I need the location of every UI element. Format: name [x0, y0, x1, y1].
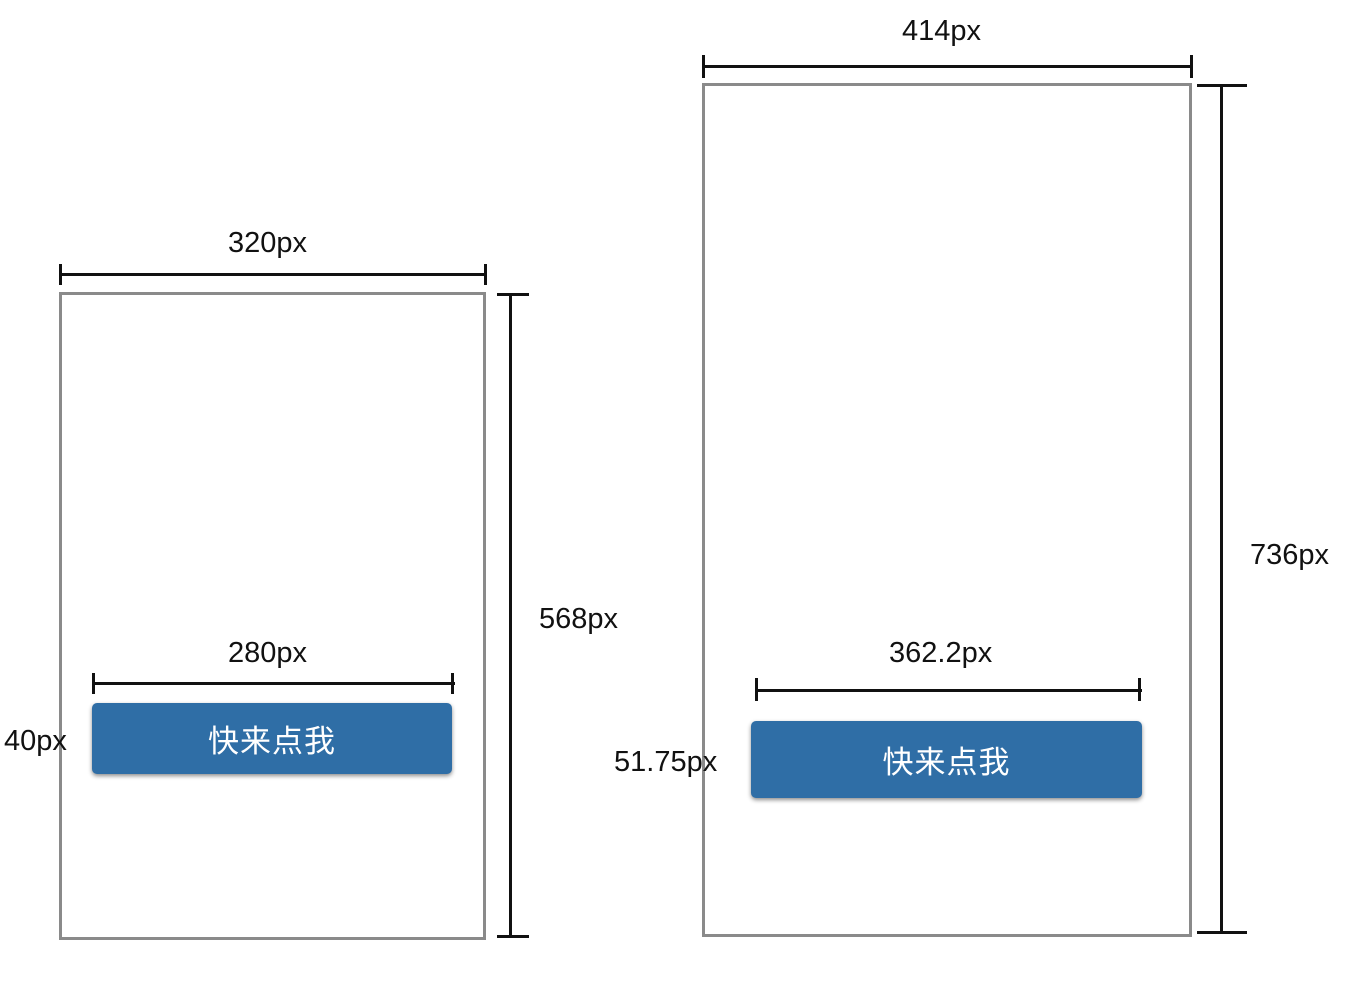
small-button-width-tick-left [92, 673, 95, 694]
large-button-width-tick-right [1138, 678, 1141, 701]
small-screen-width-tick-right [484, 264, 487, 285]
small-screen-height-tick-bottom [497, 935, 529, 938]
small-screen-height-label: 568px [539, 603, 619, 635]
small-click-me-button[interactable]: 快来点我 [92, 703, 452, 774]
large-screen-width-line [702, 65, 1193, 68]
small-button-width-tick-right [451, 673, 454, 694]
large-button-width-tick-left [755, 678, 758, 701]
large-click-me-button[interactable]: 快来点我 [751, 721, 1142, 798]
large-screen-height-tick-top [1197, 84, 1247, 87]
small-screen-width-line [59, 273, 487, 276]
large-screen-width-tick-right [1190, 55, 1193, 78]
small-screen-height-line [509, 293, 512, 938]
small-button-height-label: 40px [4, 725, 67, 757]
small-screen-width-tick-left [59, 264, 62, 285]
large-screen-height-tick-bottom [1197, 931, 1247, 934]
large-screen-height-label: 736px [1250, 539, 1330, 571]
large-screen-height-line [1220, 84, 1223, 934]
small-button-width-label: 280px [228, 637, 308, 669]
large-screen-width-label: 414px [902, 15, 982, 47]
large-button-height-label: 51.75px [614, 746, 718, 778]
large-button-width-line [755, 689, 1142, 692]
small-button-width-line [92, 682, 455, 685]
large-screen-frame [702, 83, 1192, 937]
small-screen-frame [59, 292, 486, 940]
large-button-width-label: 362.2px [889, 637, 993, 669]
small-screen-height-tick-top [497, 293, 529, 296]
small-screen-width-label: 320px [228, 227, 308, 259]
large-screen-width-tick-left [702, 55, 705, 78]
